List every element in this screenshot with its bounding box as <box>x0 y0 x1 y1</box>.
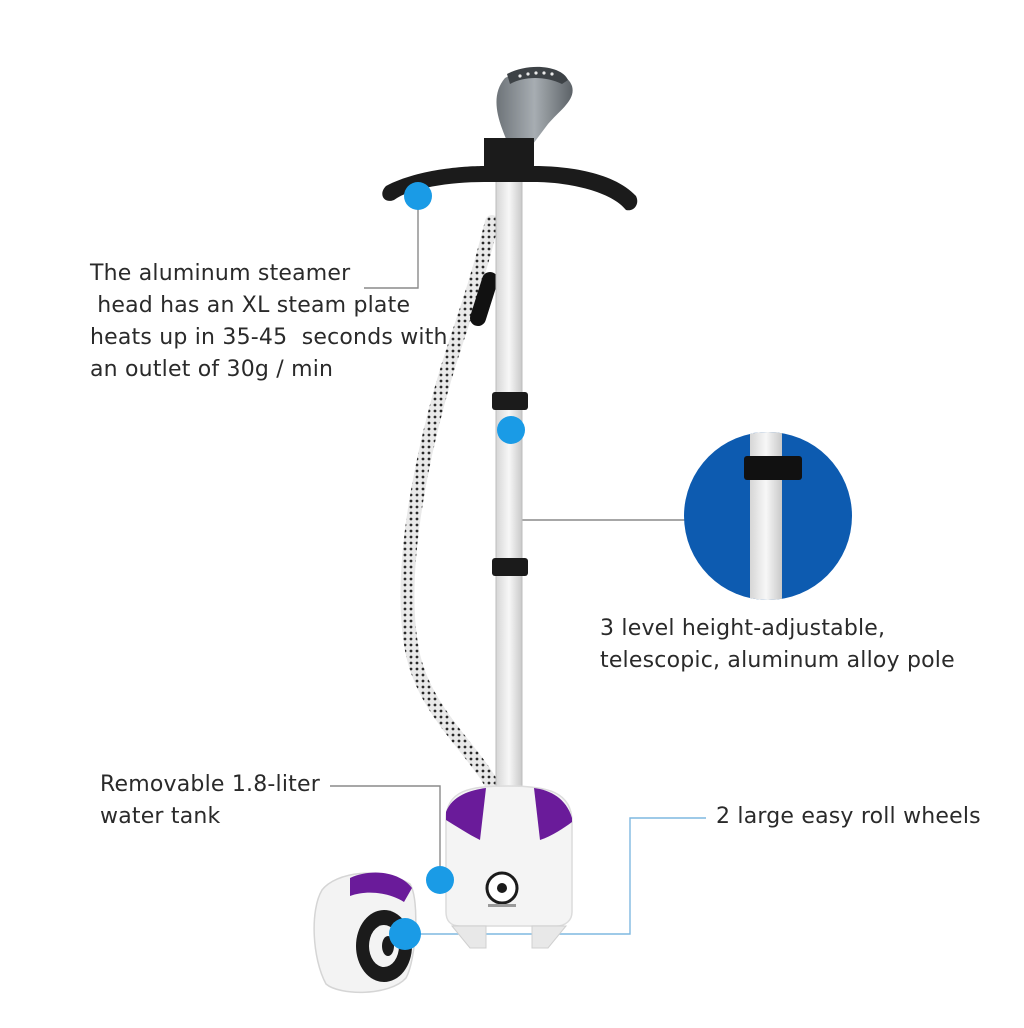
leader-line-head <box>364 196 419 289</box>
marker-dot-pole <box>497 416 525 444</box>
pole-zoom-detail <box>684 432 852 600</box>
hanger <box>382 138 638 211</box>
caption-water-tank: Removable 1.8-liter water tank <box>100 772 320 829</box>
marker-dots <box>389 182 525 950</box>
leader-line-tank <box>330 785 441 880</box>
leader-line-wheels <box>405 817 706 935</box>
leader-line-pole <box>509 430 686 521</box>
steam-vents <box>518 71 554 78</box>
pole-clamp-upper <box>492 392 528 410</box>
marker-dot-head <box>404 182 432 210</box>
steam-hose <box>400 215 507 812</box>
caption-pole: 3 level height-adjustable, telescopic, a… <box>600 616 955 673</box>
telescopic-pole <box>495 169 523 811</box>
marker-dot-tank <box>426 866 454 894</box>
pole-clamp-lower <box>492 558 528 576</box>
hose-collar <box>470 272 498 326</box>
marker-dot-wheels <box>389 918 421 950</box>
steamer-head <box>496 69 573 148</box>
wheel-detail <box>313 872 417 994</box>
caption-wheels: 2 large easy roll wheels <box>716 804 981 829</box>
caption-steamer-head: The aluminum steamer head has an XL stea… <box>90 261 448 382</box>
